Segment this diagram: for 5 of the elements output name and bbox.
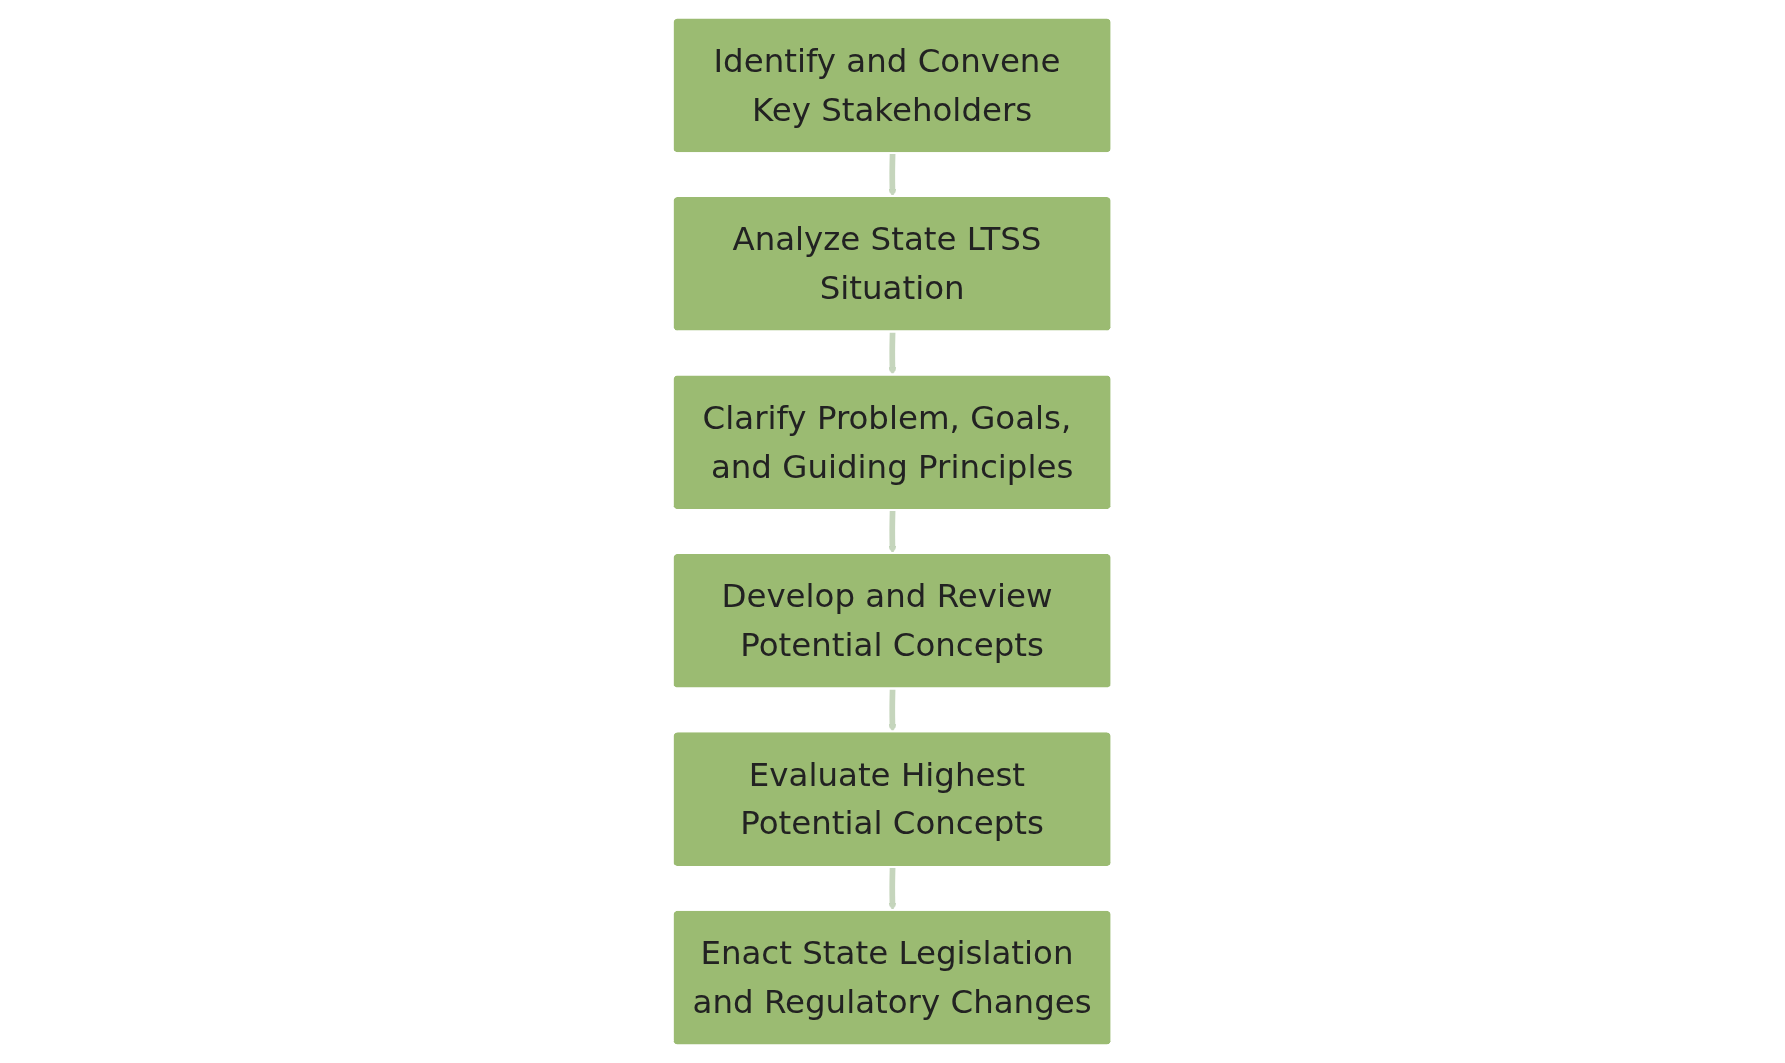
arrow bbox=[888, 688, 897, 733]
arrow bbox=[888, 867, 897, 911]
arrow bbox=[888, 332, 897, 376]
arrow bbox=[888, 510, 897, 554]
arrow bbox=[888, 153, 897, 197]
